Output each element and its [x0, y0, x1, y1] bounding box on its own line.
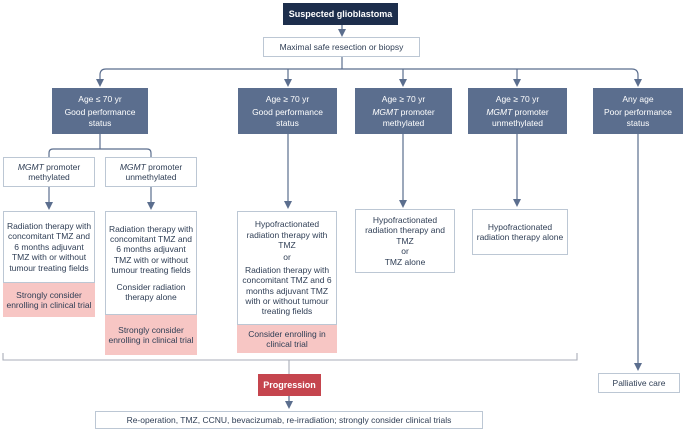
header-line2: MGMT promoter unmethylated — [486, 107, 549, 128]
header-line2: Good performance status — [252, 107, 323, 128]
palliative-care-label: Palliative care — [612, 377, 666, 388]
clinical-trial-note-text: Strongly consider enrolling in clinical … — [108, 324, 194, 345]
palliative-care-box: Palliative care — [598, 373, 680, 393]
treatment-text: Hypofractionated radiation therapy with … — [246, 219, 328, 251]
mgmt-methylated-box: MGMT promoter methylated — [3, 157, 95, 187]
mgmt-unmethylated-box: MGMT promoter unmethylated — [105, 157, 197, 187]
clinical-trial-note-strong-1: Strongly consider enrolling in clinical … — [3, 283, 95, 317]
treatment-text-alt: Radiation therapy with concomitant TMZ a… — [242, 264, 332, 317]
branch-header-age-ge70-mgmt-methylated: Age ≥ 70 yr MGMT promoter methylated — [355, 88, 452, 134]
header-line2: MGMT promoter methylated — [372, 107, 435, 128]
treatment-text: Radiation therapy with concomitant TMZ a… — [108, 223, 194, 276]
suspected-glioblastoma-box: Suspected glioblastoma — [283, 3, 398, 25]
recurrence-treatment-box: Re-operation, TMZ, CCNU, bevacizumab, re… — [95, 411, 483, 429]
clinical-trial-note-text: Strongly consider enrolling in clinical … — [6, 289, 92, 310]
recurrence-treatment-label: Re-operation, TMZ, CCNU, bevacizumab, re… — [126, 414, 452, 425]
clinical-trial-note-text: Consider enrolling in clinical trial — [248, 328, 326, 349]
branch-header-age-le70-good-performance: Age ≤ 70 yr Good performance status — [52, 88, 148, 134]
clinical-trial-note-strong-2: Strongly consider enrolling in clinical … — [105, 315, 197, 355]
clinical-trial-note-consider: Consider enrolling in clinical trial — [237, 325, 337, 353]
mgmt-methylated-label: MGMT promoter methylated — [17, 161, 81, 182]
branch-header-age-ge70-mgmt-unmethylated: Age ≥ 70 yr MGMT promoter unmethylated — [468, 88, 567, 134]
treatment-box-rt-tmz-methylated: Radiation therapy with concomitant TMZ a… — [3, 211, 95, 283]
treatment-text: Hypofractionated radiation therapy alone — [476, 221, 564, 242]
treatment-box-hypofractionated-alone: Hypofractionated radiation therapy alone — [472, 209, 568, 255]
treatment-text: Hypofractionated radiation therapy and T… — [365, 215, 445, 246]
header-line1: Age ≥ 70 yr — [495, 93, 540, 104]
progression-box: Progression — [258, 374, 321, 396]
treatment-text-alt: Consider radiation therapy alone — [116, 281, 186, 302]
branch-header-any-age-poor-performance: Any age Poor performance status — [593, 88, 683, 134]
suspected-glioblastoma-label: Suspected glioblastoma — [288, 9, 393, 19]
treatment-text: Radiation therapy with concomitant TMZ a… — [6, 221, 92, 273]
treatment-text-alt: TMZ alone — [384, 256, 426, 267]
header-line1: Age ≥ 70 yr — [265, 93, 310, 104]
header-line1: Age ≥ 70 yr — [381, 93, 426, 104]
header-line1: Age ≤ 70 yr — [78, 93, 122, 104]
branch-header-age-ge70-good-performance: Age ≥ 70 yr Good performance status — [238, 88, 337, 134]
treatment-or: or — [283, 252, 291, 263]
resection-biopsy-label: Maximal safe resection or biopsy — [279, 41, 404, 52]
treatment-box-hypofractionated-or-rt-tmz: Hypofractionated radiation therapy with … — [237, 211, 337, 325]
mgmt-unmethylated-label: MGMT promoter unmethylated — [119, 161, 183, 182]
progression-label: Progression — [263, 380, 316, 390]
treatment-box-hypofractionated-tmz: Hypofractionated radiation therapy and T… — [355, 209, 455, 273]
resection-biopsy-box: Maximal safe resection or biopsy — [263, 37, 420, 57]
treatment-or: or — [401, 246, 409, 257]
header-line1: Any age — [622, 93, 654, 104]
treatment-box-rt-tmz-unmethylated: Radiation therapy with concomitant TMZ a… — [105, 211, 197, 315]
header-line2: Poor performance status — [603, 107, 673, 128]
header-line2: Good performance status — [64, 107, 136, 128]
